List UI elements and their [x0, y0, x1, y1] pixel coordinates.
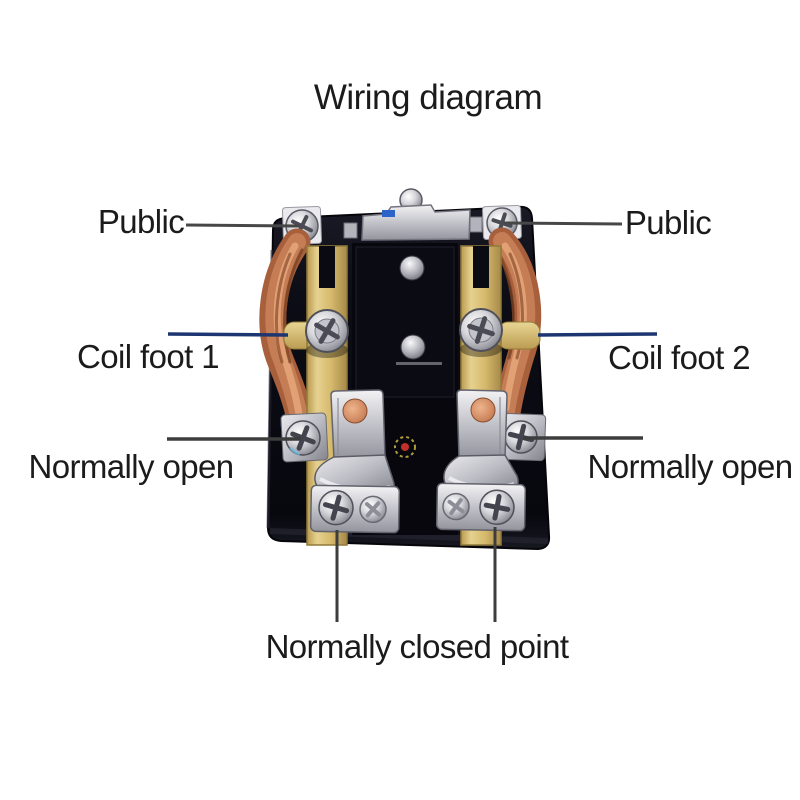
- contact-point-left: [342, 398, 368, 424]
- label-coil-foot-2: Coil foot 2: [608, 339, 751, 376]
- no-contact-bracket-right: [443, 389, 519, 494]
- label-public-right: Public: [624, 204, 712, 241]
- contact-point-right: [470, 397, 496, 423]
- blue-marker: [382, 210, 395, 217]
- nc-terminal-block-right: [435, 482, 527, 532]
- rivet-bottom: [400, 334, 426, 360]
- normally-open-screw-left: [280, 412, 329, 463]
- page-title: Wiring diagram: [313, 78, 543, 117]
- leader-line-public-right: [503, 221, 623, 226]
- label-normally-closed-point: Normally closed point: [265, 628, 569, 665]
- nc-terminal-block-left: [309, 484, 401, 534]
- label-public-left: Public: [97, 203, 185, 240]
- label-normally-open-left: Normally open: [28, 448, 235, 485]
- label-normally-open-right: Normally open: [587, 448, 794, 485]
- indicator-dot: [401, 443, 409, 451]
- coil-foot-2-tab: [497, 321, 541, 350]
- relay-photo: [259, 188, 551, 551]
- leader-line-coil-foot-1: [167, 332, 289, 337]
- leader-line-public-left: [185, 223, 301, 228]
- label-coil-foot-1: Coil foot 1: [77, 338, 220, 375]
- leader-line-coil-foot-2: [537, 332, 658, 337]
- top-armature-bracket: [343, 188, 483, 241]
- rivet-top: [399, 255, 425, 281]
